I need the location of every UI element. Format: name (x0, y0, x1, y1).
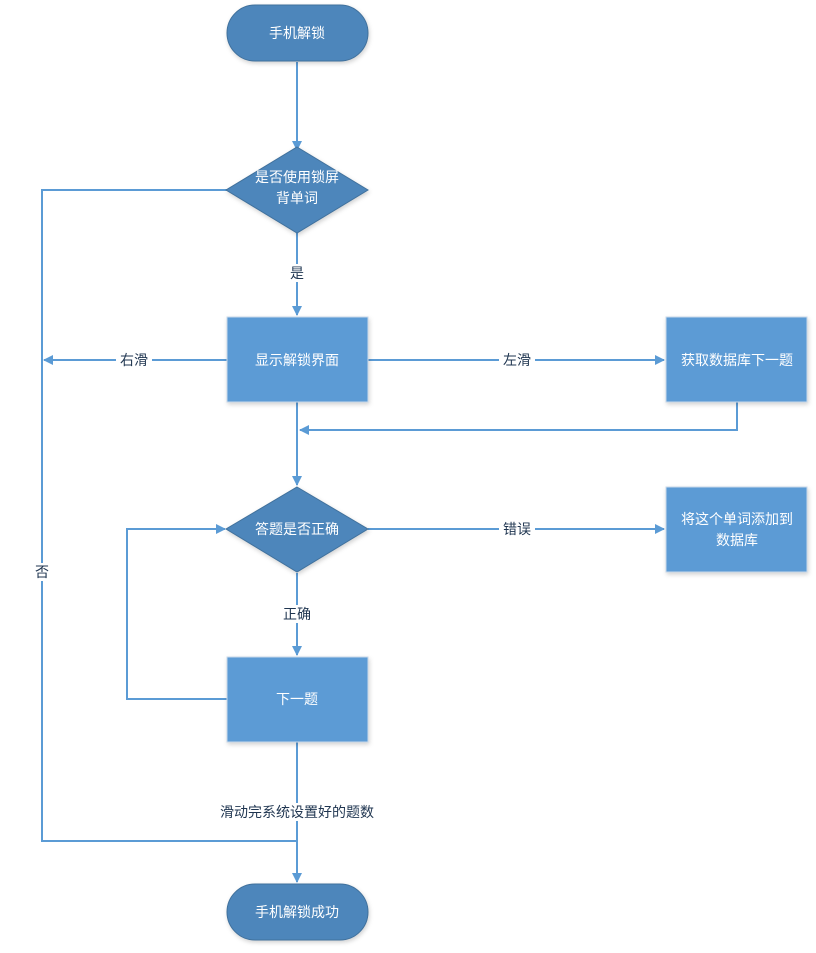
node-start-label: 手机解锁 (269, 26, 325, 42)
edge-label-yes: 是 (290, 266, 304, 282)
decision-shape (225, 146, 369, 234)
node-answer-correct-label: 答题是否正确 (255, 521, 339, 538)
node-add-word-label-2: 数据库 (716, 533, 758, 549)
edge-label-swipe-left: 左滑 (503, 352, 531, 369)
node-next-question-label: 下一题 (276, 692, 318, 708)
edge-labels: 是 否 右滑 左滑 错误 正确 滑动完系统设置好的题数 (32, 264, 535, 821)
node-add-word[interactable]: 将这个单词添加到 数据库 (665, 486, 808, 573)
node-show-unlock[interactable]: 显示解锁界面 (226, 316, 369, 403)
edge-label-finished: 滑动完系统设置好的题数 (220, 804, 374, 821)
edge-fetch-return (299, 402, 738, 435)
edge-label-no: 否 (35, 565, 49, 581)
edge-label-wrong: 错误 (503, 522, 531, 538)
node-add-word-label-1: 将这个单词添加到 (681, 511, 793, 528)
node-use-lockscreen[interactable]: 是否使用锁屏 背单词 (225, 146, 369, 234)
node-end[interactable]: 手机解锁成功 (226, 883, 369, 941)
node-show-unlock-label: 显示解锁界面 (255, 353, 339, 369)
decision-shape (225, 486, 369, 573)
terminal-shape (226, 883, 369, 941)
process-shape (665, 316, 808, 403)
node-use-lockscreen-label-1: 是否使用锁屏 (255, 169, 339, 186)
node-next-question[interactable]: 下一题 (226, 656, 369, 743)
node-answer-correct[interactable]: 答题是否正确 (225, 486, 369, 573)
edge-label-correct: 正确 (283, 607, 311, 623)
node-use-lockscreen-label-2: 背单词 (276, 191, 318, 207)
process-shape (665, 486, 808, 573)
connectors (41, 62, 738, 883)
node-end-label: 手机解锁成功 (255, 905, 339, 921)
process-shape (226, 656, 369, 743)
edge-next-loop (126, 524, 228, 700)
process-shape (226, 316, 369, 403)
node-fetch-next-label: 获取数据库下一题 (681, 353, 793, 369)
node-start[interactable]: 手机解锁 (226, 4, 369, 62)
edge-no (41, 189, 297, 842)
terminal-shape (226, 4, 369, 62)
edge-label-swipe-right: 右滑 (120, 352, 148, 369)
node-fetch-next[interactable]: 获取数据库下一题 (665, 316, 808, 403)
